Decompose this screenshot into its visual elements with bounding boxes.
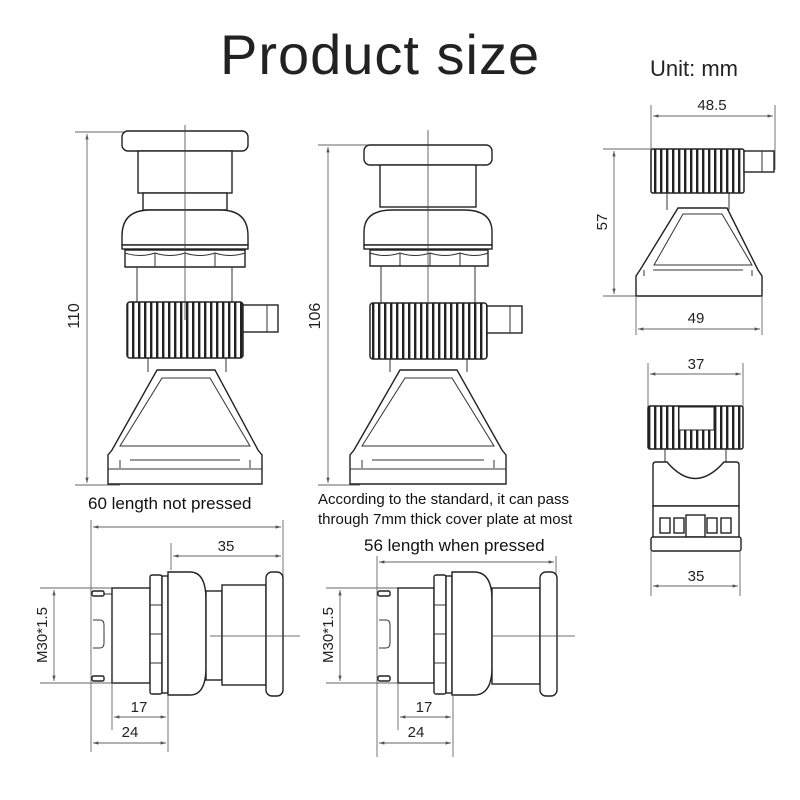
unit-label: Unit: mm [650, 56, 738, 81]
profile-unpressed: 35 M30*1.5 17 24 [34, 520, 300, 752]
side-height-label: 57 [594, 214, 611, 231]
side-view: 48.5 57 49 [594, 97, 776, 335]
thread-label-1: M30*1.5 [34, 607, 51, 663]
height-110-label: 110 [66, 303, 83, 329]
thread-label-2: M30*1.5 [320, 607, 337, 663]
body-24-label-1: 24 [122, 724, 139, 741]
body-17-label-1: 17 [131, 699, 148, 716]
head-length-label: 35 [218, 538, 235, 555]
back-view: 37 35 [647, 356, 744, 596]
body-24-label-2: 24 [408, 724, 425, 741]
side-top-width-label: 48.5 [697, 97, 726, 114]
back-top-width-label: 37 [688, 356, 705, 373]
profile-pressed: M30*1.5 17 24 [320, 556, 575, 757]
page-title: Product size [220, 23, 541, 86]
caption-pressed: 56 length when pressed [364, 536, 545, 555]
body-17-label-2: 17 [416, 699, 433, 716]
panel-note-line2: through 7mm thick cover plate at most [318, 511, 573, 528]
panel-note-line1: According to the standard, it can pass [318, 491, 569, 508]
front-view-pressed: 106 [307, 130, 523, 486]
back-base-width-label: 35 [688, 568, 705, 585]
caption-unpressed: 60 length not pressed [88, 494, 252, 513]
height-106-label: 106 [307, 303, 324, 330]
front-view-unpressed: 110 [66, 125, 279, 486]
side-base-width-label: 49 [688, 310, 705, 327]
